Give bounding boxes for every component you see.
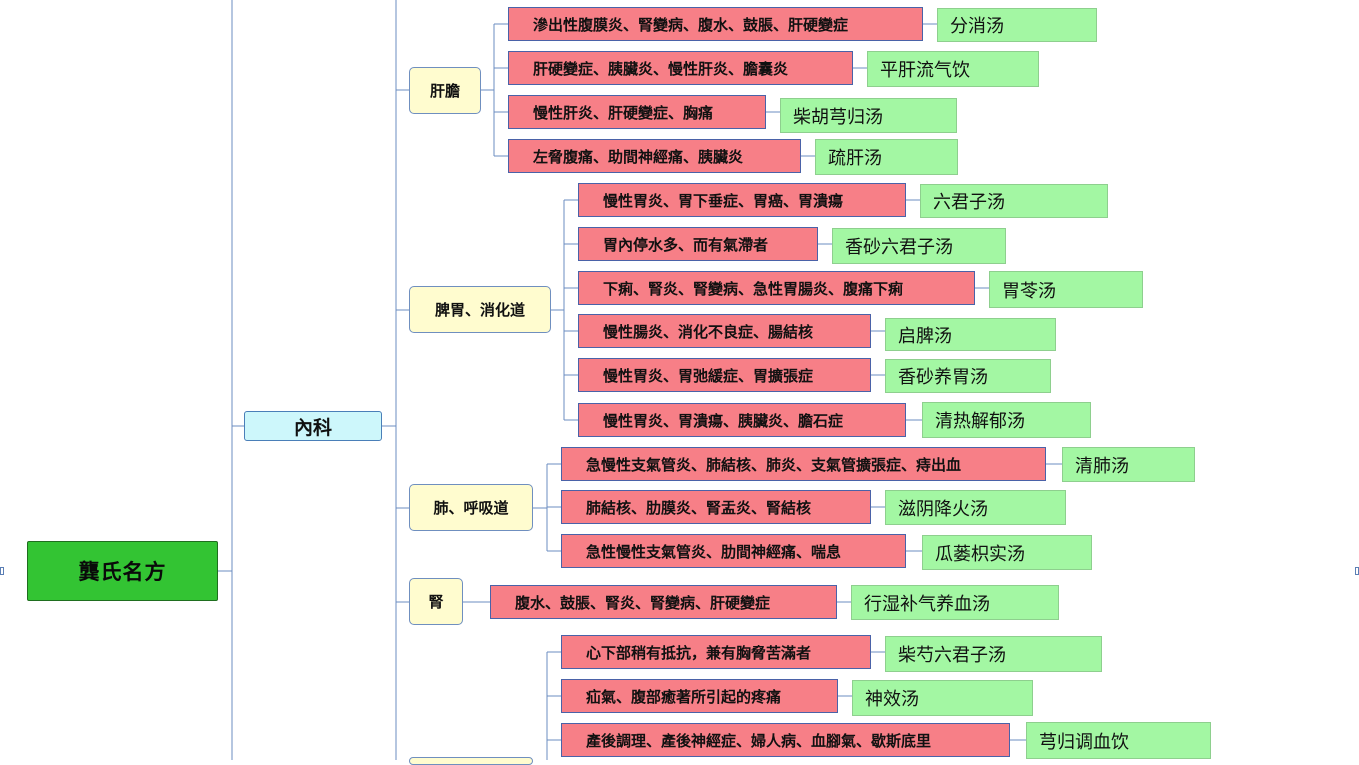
category-spleen-stomach[interactable]: 脾胃、消化道 — [409, 286, 551, 333]
disease-node[interactable]: 疝氣、腹部癒著所引起的疼痛 — [561, 679, 838, 713]
formula-node[interactable]: 胃苓汤 — [989, 271, 1143, 308]
disease-node[interactable]: 滲出性腹膜炎、腎變病、腹水、鼓脹、肝硬變症 — [508, 7, 923, 41]
disease-node[interactable]: 慢性腸炎、消化不良症、腸結核 — [578, 314, 871, 348]
category-kidney[interactable]: 腎 — [409, 578, 463, 625]
formula-node[interactable]: 滋阴降火汤 — [885, 490, 1066, 525]
disease-node[interactable]: 慢性胃炎、胃下垂症、胃癌、胃潰瘍 — [578, 183, 906, 217]
disease-node[interactable]: 慢性肝炎、肝硬變症、胸痛 — [508, 95, 766, 129]
formula-node[interactable]: 疏肝汤 — [815, 139, 958, 175]
right-edge-marker — [1355, 567, 1359, 575]
category-lung-respiratory[interactable]: 肺、呼吸道 — [409, 484, 533, 531]
formula-node[interactable]: 香砂养胃汤 — [885, 359, 1051, 393]
formula-node[interactable]: 芎归调血饮 — [1026, 722, 1211, 759]
level1-node-internal-medicine[interactable]: 內科 — [244, 411, 382, 441]
formula-node[interactable]: 神效汤 — [852, 680, 1033, 716]
disease-node[interactable]: 慢性胃炎、胃弛緩症、胃擴張症 — [578, 358, 871, 392]
disease-node[interactable]: 下痢、腎炎、腎變病、急性胃腸炎、腹痛下痢 — [578, 271, 975, 305]
disease-node[interactable]: 產後調理、產後神經症、婦人病、血腳氣、歇斯底里 — [561, 723, 1010, 757]
disease-node[interactable]: 急性慢性支氣管炎、肋間神經痛、喘息 — [561, 534, 906, 568]
category-liver-gallbladder[interactable]: 肝膽 — [409, 67, 481, 114]
disease-node[interactable]: 肝硬變症、胰臟炎、慢性肝炎、膽囊炎 — [508, 51, 853, 85]
formula-node[interactable]: 瓜蒌枳实汤 — [922, 535, 1092, 570]
formula-node[interactable]: 分消汤 — [937, 8, 1097, 42]
disease-node[interactable]: 左脅腹痛、助間神經痛、胰臟炎 — [508, 139, 801, 173]
disease-node[interactable]: 慢性胃炎、胃潰瘍、胰臟炎、膽石症 — [578, 403, 906, 437]
formula-node[interactable]: 清肺汤 — [1062, 447, 1195, 482]
disease-node[interactable]: 急慢性支氣管炎、肺結核、肺炎、支氣管擴張症、痔出血 — [561, 447, 1046, 481]
disease-node[interactable]: 心下部稍有抵抗，兼有胸脅苦滿者 — [561, 635, 871, 669]
formula-node[interactable]: 清热解郁汤 — [922, 402, 1091, 438]
category-partial[interactable] — [409, 757, 533, 765]
root-node[interactable]: 龔氏名方 — [27, 541, 218, 601]
disease-node[interactable]: 腹水、鼓脹、腎炎、腎變病、肝硬變症 — [490, 585, 837, 619]
formula-node[interactable]: 行湿补气养血汤 — [851, 585, 1059, 620]
formula-node[interactable]: 柴芍六君子汤 — [885, 636, 1102, 672]
disease-node[interactable]: 肺結核、肋膜炎、腎盂炎、腎結核 — [561, 490, 871, 524]
left-edge-marker — [0, 567, 4, 575]
formula-node[interactable]: 平肝流气饮 — [867, 51, 1039, 87]
formula-node[interactable]: 香砂六君子汤 — [832, 228, 1006, 264]
formula-node[interactable]: 六君子汤 — [920, 184, 1108, 218]
formula-node[interactable]: 启脾汤 — [885, 318, 1056, 351]
formula-node[interactable]: 柴胡芎归汤 — [780, 98, 957, 133]
disease-node[interactable]: 胃內停水多、而有氣滯者 — [578, 227, 818, 261]
